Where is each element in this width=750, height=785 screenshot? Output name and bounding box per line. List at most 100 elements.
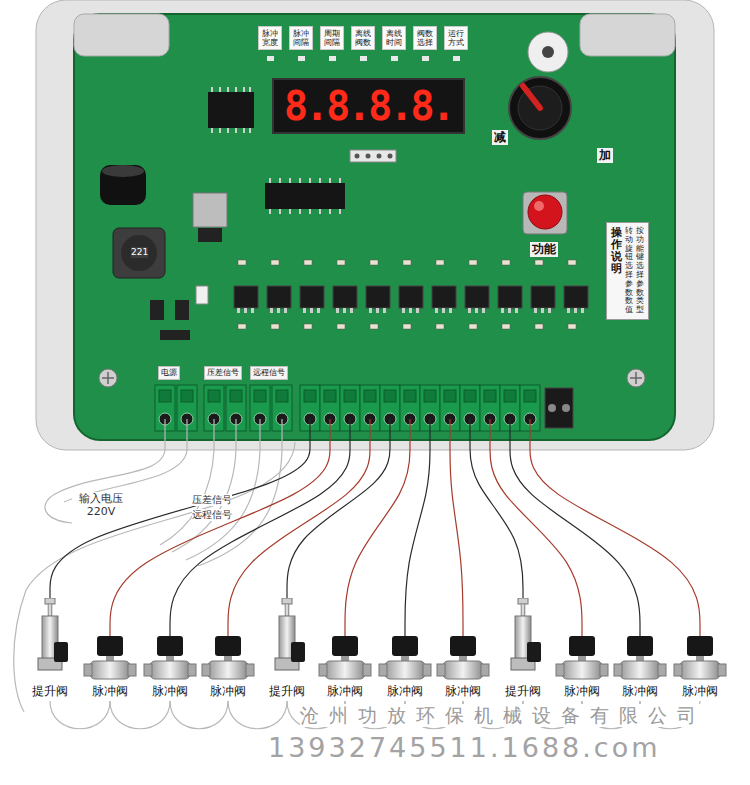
terminal-name: 远程信号 [253, 368, 285, 378]
valve-port [84, 664, 92, 676]
driver-row [531, 286, 555, 313]
valve-wire [530, 442, 700, 636]
lift-valve: 提升阀 [23, 598, 77, 698]
smd-row [238, 324, 246, 329]
buzzer [528, 32, 568, 72]
solenoid-coil [215, 636, 241, 656]
pin-header [355, 154, 360, 159]
solenoid-coil [97, 636, 123, 656]
valve-body [385, 661, 425, 679]
solenoid-coil [627, 636, 653, 656]
valve-port [481, 664, 489, 676]
terminal-label: 远程信号 [250, 366, 288, 380]
pin-header [350, 150, 396, 162]
smd-row [403, 260, 411, 265]
valve-wire [510, 442, 640, 636]
capacitor [100, 165, 146, 205]
supply-wire [45, 419, 165, 523]
parameter-label: 脉冲宽度 [258, 26, 282, 50]
text-anchor: 减 [492, 126, 508, 145]
valve-neck [106, 656, 114, 661]
solenoid-coil [450, 636, 476, 656]
function-button [523, 192, 567, 234]
indicator-led [267, 56, 460, 61]
indicator-led [422, 56, 429, 61]
valve-body [620, 661, 660, 679]
valve-body [208, 661, 248, 679]
solenoid-coil [527, 642, 541, 662]
smd-row [502, 324, 510, 329]
valve-name: 脉冲阀 [622, 684, 658, 698]
smd-row [403, 324, 411, 329]
supply-wire [172, 419, 236, 552]
valve-port [128, 664, 136, 676]
housing [36, 0, 714, 450]
board-marking: 加 [597, 148, 613, 163]
housing-tab [74, 14, 169, 56]
cylinder-cap [518, 598, 528, 604]
valve-name: 脉冲阀 [92, 684, 128, 698]
valve-neck [578, 656, 586, 661]
valve-port [379, 664, 387, 676]
valve-name: 脉冲阀 [445, 684, 481, 698]
cylinder-cap [45, 598, 55, 604]
pulse-valve: 脉冲阀 [143, 636, 197, 698]
instruction-text: 按功能键选择参数类型 [636, 227, 644, 315]
solenoid-coil [332, 636, 358, 656]
parameter-name: 周期间隔 [323, 29, 341, 47]
rotary-knob [518, 86, 562, 130]
driver-row [399, 286, 423, 313]
valve-port [674, 664, 682, 676]
inductor [113, 228, 165, 278]
driver-row [234, 286, 258, 313]
pin-header [350, 150, 396, 162]
pulse-valve: 脉冲阀 [318, 636, 372, 698]
piston-rod [285, 604, 289, 616]
terminal-block [545, 388, 573, 428]
wire-stub [330, 419, 530, 442]
valve-neck [459, 656, 467, 661]
rotary-knob [509, 77, 571, 139]
valve-body [443, 661, 483, 679]
voltage-note: 输入电压 220V [72, 492, 130, 518]
signal-note: 压差信号 [192, 494, 232, 506]
parameter-name: 离线阀数 [354, 29, 372, 47]
driver-row [234, 286, 588, 313]
terminal-name: 电源 [161, 368, 177, 378]
smd-row [337, 324, 345, 329]
smd-row [271, 324, 279, 329]
valve-wire [228, 442, 370, 636]
solenoid-coil [569, 636, 595, 656]
function-button [534, 201, 544, 211]
valve-name: 提升阀 [505, 684, 541, 698]
parameter-label: 脉冲间隔 [289, 26, 313, 50]
ic-chip [265, 183, 345, 209]
indicator-led [298, 56, 305, 61]
smd-row [469, 324, 477, 329]
capacitor [100, 165, 146, 205]
valve-neck [636, 656, 644, 661]
valve-port [144, 664, 152, 676]
pin-header [366, 154, 371, 159]
buzzer [542, 46, 554, 58]
pulse-valve: 脉冲阀 [613, 636, 667, 698]
housing-tab [74, 14, 675, 56]
smd-row [238, 260, 576, 329]
pin-header [377, 154, 382, 159]
terminal-label: 电源 [158, 366, 180, 380]
supply-wire [64, 419, 187, 502]
driver-row [366, 286, 390, 313]
pulse-valve: 脉冲阀 [83, 636, 137, 698]
valve-name: 脉冲阀 [564, 684, 600, 698]
voltage-regulator [198, 228, 222, 242]
housing [36, 0, 714, 450]
driver-row [564, 286, 588, 313]
terminal-label: 压差信号 [204, 366, 242, 380]
rotary-knob [523, 86, 540, 108]
display-digits: 8.8.8.8. [284, 86, 453, 126]
lift-valve-icon [23, 598, 77, 698]
valve-wire [470, 442, 523, 598]
smd-row [535, 260, 543, 265]
valve-name: 脉冲阀 [387, 684, 423, 698]
